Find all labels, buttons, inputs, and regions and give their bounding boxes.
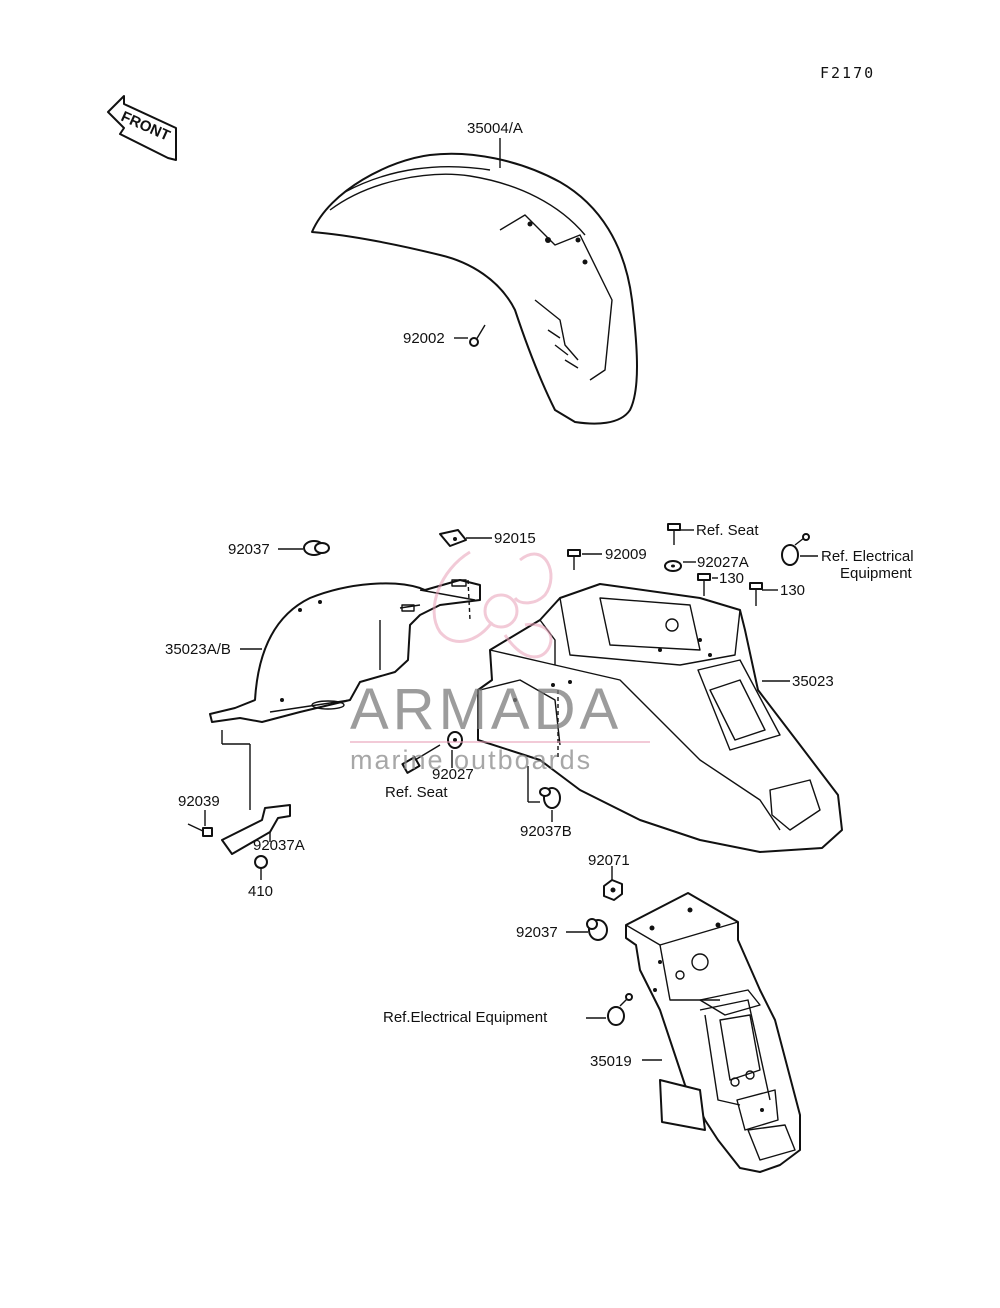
clamp-ref-electrical-top-icon xyxy=(781,533,810,566)
label-35023: 35023 xyxy=(792,673,834,690)
label-ref-electrical-1: Ref. Electrical xyxy=(821,548,914,565)
label-92027a: 92027A xyxy=(697,554,749,571)
label-92039: 92039 xyxy=(178,793,220,810)
bolt-130-b-icon xyxy=(749,582,763,606)
label-35023ab: 35023A/B xyxy=(165,641,231,658)
label-92071: 92071 xyxy=(588,852,630,869)
label-92009: 92009 xyxy=(605,546,647,563)
label-ref-seat-top: Ref. Seat xyxy=(696,522,759,539)
label-92037-top: 92037 xyxy=(228,541,270,558)
washer-92027a-icon xyxy=(664,560,682,572)
clamp-92037-bottom-icon xyxy=(586,918,608,941)
label-92037-bottom: 92037 xyxy=(516,924,558,941)
clamp-92037b-icon xyxy=(539,787,561,809)
label-92027: 92027 xyxy=(432,766,474,783)
label-92015: 92015 xyxy=(494,530,536,547)
front-arrow-icon: FRONT xyxy=(107,95,177,161)
clamp-ref-electrical-bottom-icon xyxy=(607,993,633,1026)
rear-fender-35023ab xyxy=(209,579,481,723)
clip-92015-icon xyxy=(439,529,467,547)
washer-92027-icon xyxy=(447,731,463,749)
watermark-subtitle: marine outboards xyxy=(350,745,592,775)
bracket-35019 xyxy=(625,892,801,1173)
bolt-ref-seat-bottom-icon xyxy=(401,744,441,774)
nut-92071-icon xyxy=(603,879,623,901)
nut-410-icon xyxy=(254,855,268,869)
watermark-logo-icon xyxy=(350,550,650,743)
label-92037a: 92037A xyxy=(253,837,305,854)
label-92002: 92002 xyxy=(403,330,445,347)
rear-fender-35023 xyxy=(477,583,843,853)
bolt-ref-seat-top-icon xyxy=(667,523,681,545)
screw-92039-icon xyxy=(187,823,213,837)
label-ref-seat-bottom: Ref. Seat xyxy=(385,784,448,801)
label-ref-electrical-2: Equipment xyxy=(840,565,913,582)
screw-92009-icon xyxy=(567,549,581,570)
label-92037b: 92037B xyxy=(520,823,572,840)
bracket-92037a-icon xyxy=(221,804,291,855)
figure-code: F2170 xyxy=(820,64,875,82)
clamp-92037-top-icon xyxy=(303,540,330,556)
front-fender-35004a xyxy=(311,152,638,425)
label-410: 410 xyxy=(248,883,273,900)
label-130-a: 130 xyxy=(719,570,744,587)
label-35019: 35019 xyxy=(590,1053,632,1070)
label-130-b: 130 xyxy=(780,582,805,599)
watermark-title: ARMADA xyxy=(350,677,622,742)
label-35004a: 35004/A xyxy=(467,120,523,137)
label-ref-electrical-bottom: Ref.Electrical Equipment xyxy=(383,1009,548,1026)
bolt-92002-icon xyxy=(469,324,486,347)
bolt-130-a-icon xyxy=(697,573,711,596)
